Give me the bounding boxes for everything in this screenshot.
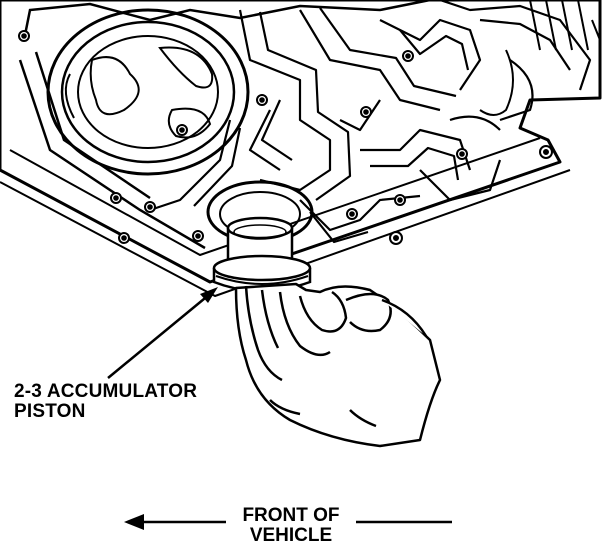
transmission-case — [0, 0, 602, 297]
servo-bore — [46, 8, 250, 176]
callout-leader — [107, 287, 218, 379]
callout-line-2: PISTON — [14, 401, 86, 422]
accumulator-piston — [212, 216, 312, 293]
case-ribs — [479, 0, 601, 116]
direction-line-1: FRONT OF — [242, 505, 340, 526]
front-of-vehicle-label: FRONT OF VEHICLE — [226, 506, 356, 546]
piston-callout-label: 2-3 ACCUMULATOR PISTON — [14, 382, 197, 422]
bolts — [18, 30, 553, 245]
hand — [234, 282, 442, 448]
valve-body-passages — [149, 0, 592, 244]
callout-line-1: 2-3 ACCUMULATOR — [14, 381, 198, 402]
case-flange — [18, 0, 431, 250]
front-arrow — [124, 514, 452, 530]
direction-line-2: VEHICLE — [249, 525, 333, 546]
